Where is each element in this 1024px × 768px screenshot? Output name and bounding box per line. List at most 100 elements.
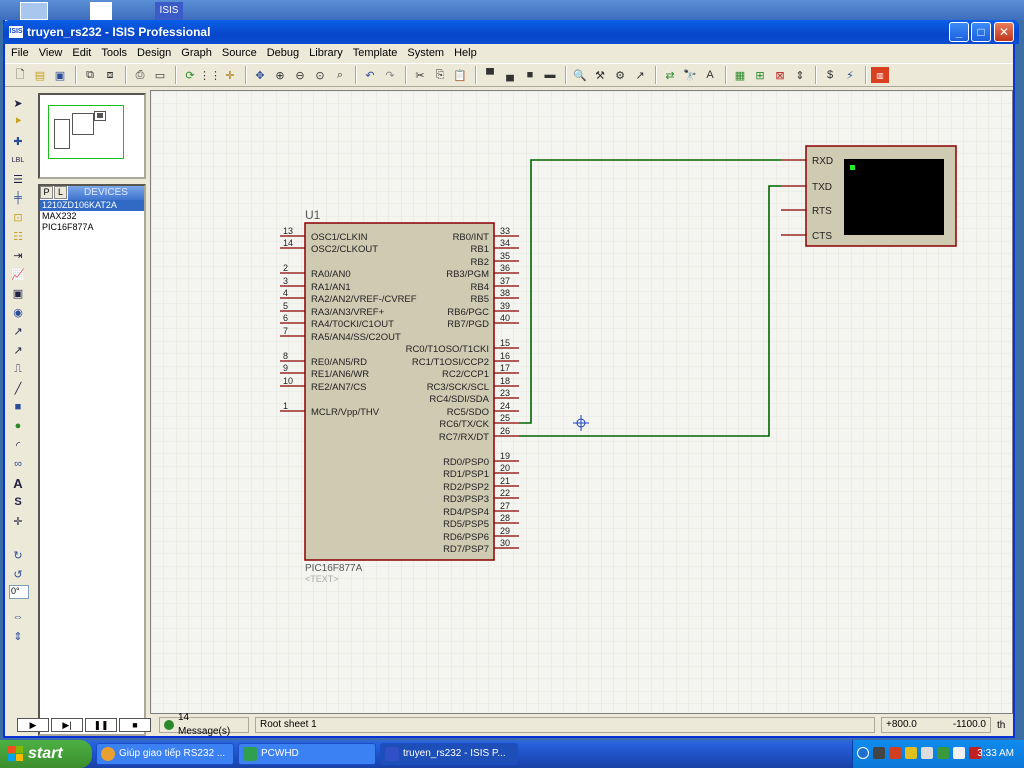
export-icon[interactable]: ⧈ — [106, 68, 114, 81]
selection-mode-icon[interactable]: ➤ — [13, 97, 23, 110]
copy-icon[interactable]: ⎘ — [435, 68, 445, 81]
device-item[interactable]: MAX232 — [42, 211, 77, 221]
wire-autorouter-icon[interactable]: ⇄ — [665, 69, 675, 82]
junction-dot-icon[interactable]: ✚ — [13, 135, 23, 148]
virtual-instruments-icon[interactable]: ⎍ — [14, 362, 22, 375]
cut-icon[interactable]: ✂ — [415, 69, 425, 82]
device-pins-icon[interactable]: ⇥ — [13, 249, 23, 262]
rotate-clockwise-icon[interactable]: ↻ — [13, 549, 23, 562]
bus-icon[interactable]: ╪ — [14, 192, 22, 204]
block-move-icon[interactable]: ▄ — [506, 69, 514, 81]
electrical-check-icon[interactable]: ⚡ — [846, 69, 854, 82]
menu-library[interactable]: Library — [309, 47, 343, 59]
device-item[interactable]: 1210ZD106KAT2A — [40, 200, 144, 211]
grid-icon[interactable]: ⋮⋮ — [199, 69, 221, 82]
tray-app-icon[interactable] — [937, 747, 949, 759]
block-copy-icon[interactable]: ▀ — [486, 69, 494, 81]
pan-icon[interactable]: ✥ — [255, 69, 265, 82]
tray-shield-icon[interactable] — [905, 747, 917, 759]
tray-network-icon[interactable] — [873, 747, 885, 759]
desktop-icon-isis[interactable]: ISIS — [155, 2, 183, 20]
marker-icon[interactable]: ✛ — [13, 515, 23, 528]
zoom-area-icon[interactable]: ⌕ — [336, 68, 344, 81]
desktop-icon-home[interactable] — [90, 2, 112, 20]
library-manager-button[interactable]: L — [54, 186, 67, 199]
rotation-field[interactable]: 0° — [9, 585, 29, 599]
menu-tools[interactable]: Tools — [101, 47, 128, 59]
terminals-icon[interactable]: ☷ — [13, 230, 23, 243]
zoom-out-icon[interactable]: ⊖ — [295, 69, 305, 82]
menu-system[interactable]: System — [407, 47, 445, 59]
block-delete-icon[interactable]: ▬ — [544, 69, 556, 81]
menu-debug[interactable]: Debug — [266, 47, 300, 59]
zoom-in-icon[interactable]: ⊕ — [275, 69, 285, 82]
menu-source[interactable]: Source — [221, 47, 257, 59]
menu-template[interactable]: Template — [352, 47, 398, 59]
redo-icon[interactable]: ↷ — [385, 69, 395, 82]
tape-recorder-icon[interactable]: ▣ — [12, 287, 24, 300]
close-button[interactable]: ✕ — [994, 22, 1014, 42]
open-folder-icon[interactable]: ▤ — [34, 69, 46, 82]
arc-icon[interactable]: ◜ — [15, 439, 21, 452]
overview-window[interactable] — [38, 93, 146, 179]
pick-devices-button[interactable]: P — [40, 186, 53, 199]
line-icon[interactable]: ╱ — [14, 382, 22, 395]
component-mode-icon[interactable]: ⯈ — [13, 115, 23, 128]
make-device-icon[interactable]: ⚒ — [595, 69, 605, 82]
start-button[interactable]: start — [0, 740, 92, 768]
origin-icon[interactable]: ✛ — [225, 69, 235, 82]
tray-expand-icon[interactable] — [857, 747, 869, 759]
menu-view[interactable]: View — [38, 47, 63, 59]
block-rotate-icon[interactable]: ■ — [526, 69, 534, 81]
zoom-all-icon[interactable]: ⊙ — [315, 69, 325, 82]
paste-icon[interactable]: 📋 — [453, 69, 467, 82]
menu-help[interactable]: Help — [454, 47, 477, 59]
add-sheet-icon[interactable]: ⊞ — [755, 69, 765, 82]
remove-sheet-icon[interactable]: ⊠ — [775, 69, 785, 82]
current-probe-icon[interactable]: ↗ — [13, 344, 23, 357]
goto-sheet-icon[interactable]: ⇕ — [795, 69, 805, 82]
taskbar-item-isis[interactable]: truyen_rs232 - ISIS P... — [380, 743, 518, 765]
box-icon[interactable]: ■ — [14, 401, 22, 413]
tray-usb-icon[interactable] — [921, 747, 933, 759]
step-button[interactable]: ▶| — [51, 718, 83, 732]
new-sheet-icon[interactable]: ▦ — [734, 69, 746, 82]
print-area-icon[interactable]: ▭ — [154, 69, 166, 82]
subcircuit-icon[interactable]: ⊡ — [13, 211, 23, 224]
menu-file[interactable]: File — [11, 47, 29, 59]
refresh-icon[interactable]: ⟳ — [185, 69, 195, 82]
pick-device-icon[interactable]: 🔍 — [573, 69, 587, 82]
packaging-icon[interactable]: ⚙ — [615, 69, 625, 82]
wire-label-icon[interactable]: LBL — [11, 156, 25, 164]
bill-of-materials-icon[interactable]: $ — [826, 69, 834, 81]
tray-volume-icon[interactable] — [953, 747, 965, 759]
menu-edit[interactable]: Edit — [72, 47, 92, 59]
property-assign-icon[interactable]: A — [706, 69, 714, 81]
text-icon[interactable]: A — [13, 475, 23, 491]
menu-design[interactable]: Design — [137, 47, 172, 59]
voltage-probe-icon[interactable]: ↗ — [13, 325, 23, 338]
new-file-icon[interactable]: 🗋 — [15, 68, 25, 81]
graph-mode-icon[interactable]: 📈 — [11, 268, 25, 281]
menu-graph[interactable]: Graph — [181, 47, 212, 59]
mirror-horizontal-icon[interactable]: ⇔ — [12, 611, 24, 623]
save-icon[interactable]: ▣ — [54, 69, 66, 82]
mirror-vertical-icon[interactable]: ⇕ — [13, 630, 23, 643]
device-item[interactable]: PIC16F877A — [42, 222, 94, 232]
text-script-icon[interactable]: ☰ — [13, 173, 23, 186]
path-icon[interactable]: ∞ — [14, 458, 22, 470]
taskbar-item-pcwhd[interactable]: PCWHD — [238, 743, 376, 765]
search-tag-icon[interactable]: 🔭 — [683, 69, 697, 82]
tray-alert-icon[interactable] — [969, 747, 981, 759]
tray-security-icon[interactable] — [889, 747, 901, 759]
title-bar[interactable]: ISIS truyen_rs232 - ISIS Professional _ … — [3, 20, 1019, 44]
import-icon[interactable]: ⧉ — [86, 68, 94, 81]
circle-icon[interactable]: ● — [14, 420, 22, 432]
messages-cell[interactable]: 14 Message(s) — [159, 712, 249, 737]
generator-icon[interactable]: ◉ — [13, 306, 23, 319]
undo-icon[interactable]: ↶ — [365, 69, 375, 82]
netlist-to-ares-icon[interactable]: ▥ — [871, 67, 889, 83]
symbol-icon[interactable]: S — [14, 496, 22, 508]
decompose-icon[interactable]: ↗ — [635, 69, 645, 82]
